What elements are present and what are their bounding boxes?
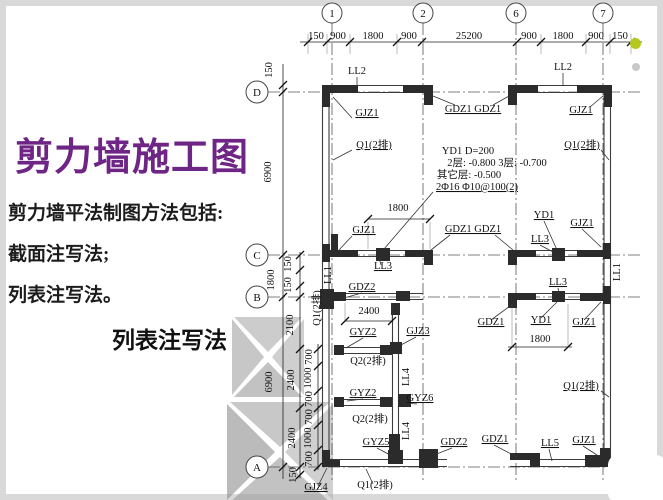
corner-card <box>608 455 663 500</box>
drawing-label: GYZ5 <box>363 437 390 448</box>
axis-bubble-label: C <box>253 250 260 262</box>
drawing-label: GDZ2 <box>441 437 468 448</box>
wall-lines <box>321 84 612 468</box>
drawing-label: 2层: -0.800 3层: -0.700 <box>447 157 546 169</box>
drawing-label: GJZ3 <box>406 326 429 337</box>
drawing-label: 其它层: -0.500 <box>437 168 501 181</box>
drawing-label: GYZ6 <box>407 393 434 404</box>
dimension-text: 1800 <box>363 31 384 42</box>
drawing-label: 1000 <box>303 368 314 389</box>
drawing-label: 2400 <box>287 428 298 449</box>
drawing-label: LL3 <box>549 277 567 288</box>
drawing-label: GDZ1 <box>478 317 505 328</box>
dimension-text: 1800 <box>553 31 574 42</box>
axis-bubble-left <box>245 285 269 309</box>
axis-bubble-label: 2 <box>420 8 426 20</box>
dimension-text: 900 <box>588 31 604 42</box>
drawing-label: GDZ2 <box>349 282 376 293</box>
drawing-label: GJZ4 <box>304 482 328 493</box>
drawing-label: 2400 <box>359 306 380 317</box>
dimension-text: 900 <box>401 31 417 42</box>
drawing-label: GJZ1 <box>572 317 595 328</box>
axis-bubble-label: 1 <box>329 8 335 20</box>
drawing-label: GJZ1 <box>572 435 595 446</box>
axis-bubble-left <box>245 243 269 267</box>
dimension-ticks <box>278 37 636 480</box>
axis-bubble-top <box>592 2 614 24</box>
drawing-label: GJZ1 <box>355 108 378 119</box>
drawing-label: YD1 <box>534 210 554 221</box>
drawing-label: LL3 <box>531 234 549 245</box>
drawing-label: 6900 <box>264 372 275 393</box>
drawing-label: LL1 <box>323 266 334 284</box>
drawing-label: LL5 <box>541 438 559 449</box>
drawing-label: GJZ1 <box>352 225 375 236</box>
slide-list-item-1: 截面注写法; <box>8 244 110 265</box>
drawing-label: 700 <box>304 391 315 407</box>
drawing-label: 150 <box>283 277 294 293</box>
dimension-text: 25200 <box>456 31 482 42</box>
drawing-label: 2Φ16 Φ10@100(2) <box>436 182 518 193</box>
axis-bubble-label: A <box>253 462 261 474</box>
drawing-label: GJZ1 <box>570 218 593 229</box>
drawing-label: GJZ1 <box>569 105 592 116</box>
drawing-label: 6900 <box>263 162 274 183</box>
drawing-label: LL2 <box>348 66 366 77</box>
axis-bubble-left <box>245 80 269 104</box>
axis-bubble-left <box>245 455 269 479</box>
slide-list-item-2: 列表注写法。 <box>8 285 123 306</box>
axis-bubble-label: 7 <box>600 8 606 20</box>
drawing-label: GDZ1 GDZ1 <box>445 104 501 115</box>
axis-bubble-label: D <box>253 87 261 99</box>
axis-bubble-label: B <box>253 292 260 304</box>
drawing-label: Q1(2排) <box>564 138 600 151</box>
drawing-label: 700 <box>304 409 315 425</box>
drawing-label: LL4 <box>401 367 412 386</box>
axis-bubble-top <box>412 2 434 24</box>
dimension-text: 900 <box>521 31 537 42</box>
drawing-label: 1000 <box>303 428 314 449</box>
watermark-logo <box>227 317 333 500</box>
drawing-label: 1800 <box>388 203 409 214</box>
axis-bubble-top <box>321 2 343 24</box>
drawing-label: GYZ2 <box>350 327 377 338</box>
slide-caption: 列表注写法 <box>112 328 227 353</box>
drawing-label: LL4 <box>401 421 412 440</box>
drawing-label: 1800 <box>266 270 277 291</box>
slide-title: 剪力墙施工图 <box>15 137 250 179</box>
dimension-text: 150 <box>612 31 628 42</box>
axis-bubble-label: 6 <box>513 8 519 20</box>
drawing-label: 150 <box>264 62 275 78</box>
drawing-label: 2400 <box>286 370 297 391</box>
drawing-label: YD1 D=200 <box>442 146 494 157</box>
drawing-label: 2100 <box>285 315 296 336</box>
drawing-label: YD1 <box>531 315 551 326</box>
green-bullet-dot <box>630 38 641 49</box>
drawing-label: Q1(2排) <box>356 138 392 151</box>
label-leader-lines <box>317 73 610 487</box>
drawing-label: Q1(2排) <box>357 478 393 491</box>
drawing-label: 700 <box>304 349 315 365</box>
axis-bubble-top <box>505 2 527 24</box>
drawing-label: GDZ1 GDZ1 <box>445 224 501 235</box>
drawing-label: GDZ1 <box>482 434 509 445</box>
dimension-text: 900 <box>330 31 346 42</box>
drawing-label: 150 <box>288 467 299 483</box>
drawing-label: GYZ2 <box>350 388 377 399</box>
drawing-label: 150 <box>283 256 294 272</box>
drawing-label: LL1 <box>612 263 623 281</box>
drawing-label: LL2 <box>554 62 572 73</box>
drawing-label: Q1(2排) <box>310 290 323 326</box>
drawing-label: Q2(2排) <box>352 412 388 425</box>
drawing-label: 1800 <box>530 334 551 345</box>
drawing-label: Q1(2排) <box>563 379 599 392</box>
drawing-label: 700 <box>304 451 315 467</box>
slide-intro-text: 剪力墙平法制图方法包括: <box>8 203 224 224</box>
dimension-lines <box>282 41 642 479</box>
drawing-label: LL3 <box>374 261 392 272</box>
drawing-label: Q2(2排) <box>350 354 386 367</box>
gray-bullet-dot <box>632 63 640 71</box>
dimension-text: 150 <box>308 31 324 42</box>
